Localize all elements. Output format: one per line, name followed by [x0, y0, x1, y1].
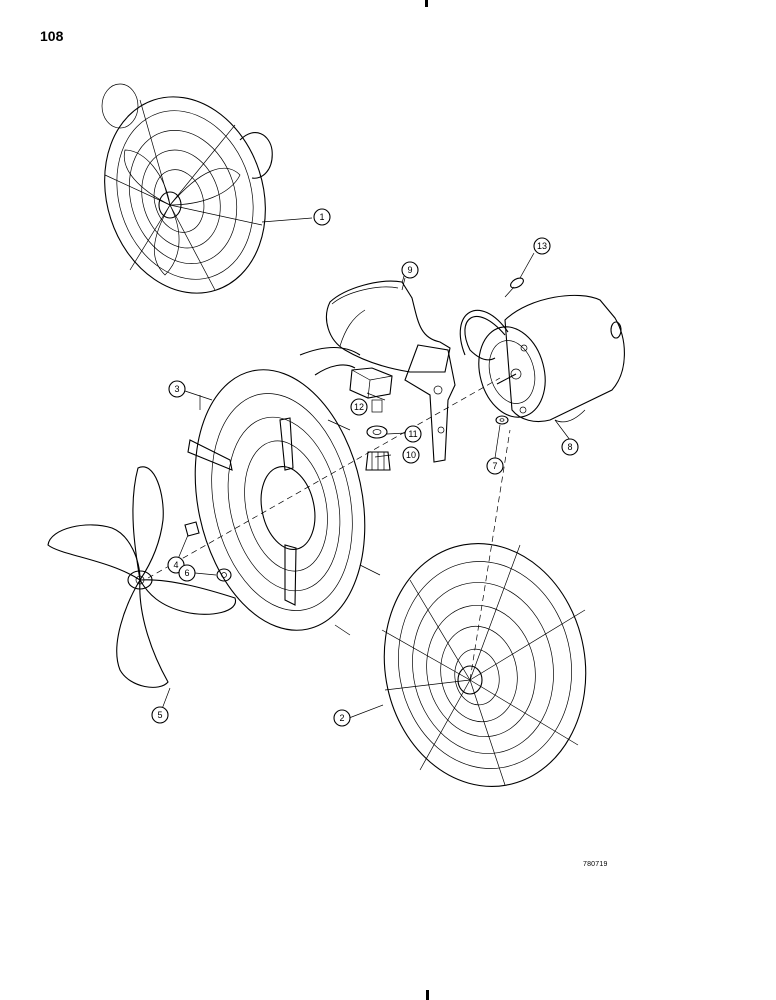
fan-motor-illustration	[459, 294, 625, 423]
callout-label: 7	[492, 461, 497, 471]
callout-label: 1	[319, 212, 324, 222]
callout-7: 7	[486, 457, 504, 475]
callout-label: 9	[407, 265, 412, 275]
callout-label: 4	[173, 560, 178, 570]
assembly-axis-line	[147, 377, 511, 681]
callout-label: 10	[406, 450, 416, 460]
callout-label: 3	[174, 384, 179, 394]
callout-label: 6	[184, 568, 189, 578]
callout-2: 2	[333, 709, 351, 727]
screw-illustration	[504, 277, 524, 298]
callout-label: 11	[408, 429, 417, 439]
switch-knob-illustration	[299, 347, 393, 471]
callout-9: 9	[401, 261, 419, 279]
assembled-fan-illustration	[101, 83, 313, 294]
callout-label: 5	[157, 710, 162, 720]
callout-label: 12	[354, 402, 364, 412]
bottom-margin-mark	[426, 990, 429, 1000]
fan-blade-illustration	[47, 466, 236, 688]
front-guard-illustration	[381, 543, 587, 787]
callout-12: 12	[350, 398, 368, 416]
rear-guard-illustration	[187, 369, 381, 636]
callout-label: 13	[537, 241, 547, 251]
drawing-code: 780719	[583, 861, 608, 868]
top-margin-mark	[425, 0, 428, 7]
callout-10: 10	[402, 446, 420, 464]
callout-1: 1	[313, 208, 331, 226]
leader-lines	[161, 252, 571, 719]
callout-13: 13	[533, 237, 551, 255]
callout-5: 5	[151, 706, 169, 724]
callout-11: 11	[404, 425, 422, 443]
callout-label: 8	[567, 442, 572, 452]
callout-6: 6	[178, 564, 196, 582]
callout-3: 3	[168, 380, 186, 398]
washer-illustration	[495, 415, 509, 425]
callout-8: 8	[561, 438, 579, 456]
hub-hardware-illustration	[184, 521, 232, 582]
motor-bracket-illustration	[326, 275, 456, 463]
callout-label: 2	[339, 713, 344, 723]
page-number: 108	[40, 28, 64, 44]
